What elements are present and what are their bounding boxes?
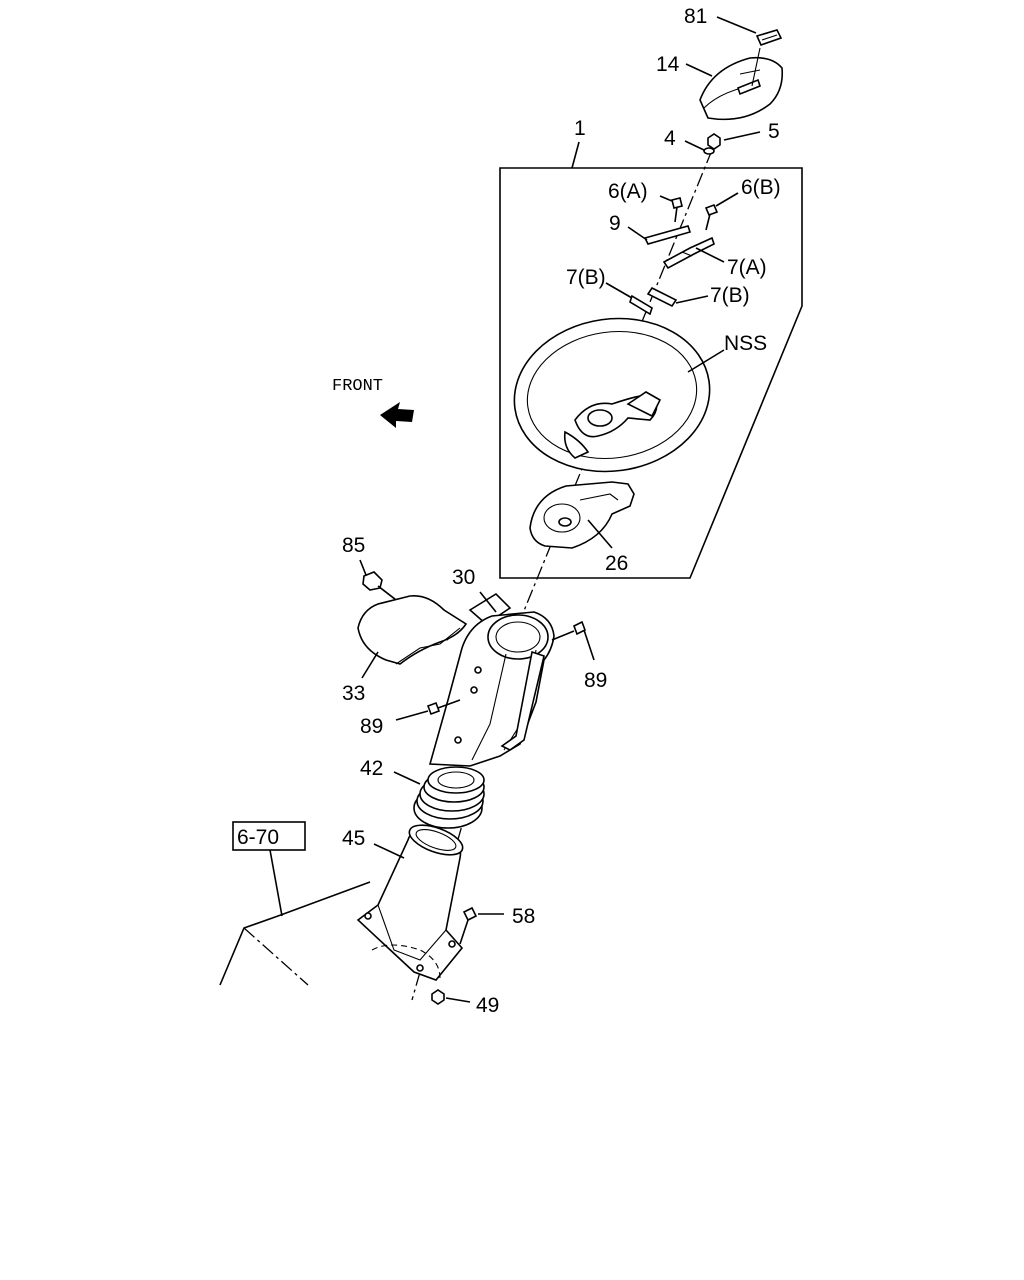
part-33-column-cover: [357, 594, 468, 679]
part-42-bellows: [393, 766, 485, 829]
label-4: 4: [664, 127, 676, 150]
part-4-washer: [684, 140, 715, 155]
part-6a-screw: [659, 195, 683, 223]
leader-p1: [571, 141, 580, 169]
part-9-plate: [627, 225, 692, 245]
label-14: 14: [656, 53, 680, 76]
part-58-bolt: [459, 906, 504, 945]
label-89-left: 89: [360, 715, 383, 738]
label-7b-right: 7(B): [710, 284, 750, 307]
steering-wheel-nss: [513, 317, 725, 473]
part-89-screw-left: [395, 699, 461, 721]
label-5: 5: [768, 120, 780, 143]
label-49: 49: [476, 994, 499, 1017]
part-49-nut: [431, 989, 471, 1005]
part-81-switch: [716, 16, 783, 46]
part-6b-screw: [704, 192, 739, 231]
label-6a: 6(A): [608, 180, 648, 203]
part-7b-right-contact: [646, 286, 709, 308]
label-6b: 6(B): [741, 176, 781, 199]
label-58: 58: [512, 905, 535, 928]
reference-box-text: 6-70: [237, 826, 279, 849]
label-85: 85: [342, 534, 365, 557]
part-89-screw-right: [551, 620, 595, 661]
label-30: 30: [452, 566, 475, 589]
label-nss: NSS: [724, 332, 767, 355]
label-81: 81: [684, 5, 707, 28]
part-14-horn-cover: [685, 47, 784, 121]
label-89-right: 89: [584, 669, 607, 692]
part-45-column-tube: [356, 824, 464, 981]
label-26: 26: [605, 552, 628, 575]
part-7b-left-contact: [605, 282, 653, 316]
part-30-column-cover: [428, 591, 555, 767]
label-7b-left: 7(B): [566, 266, 606, 289]
label-42: 42: [360, 757, 383, 780]
part-26-hub-cover: [529, 481, 635, 549]
front-label: FRONT: [332, 377, 383, 396]
label-45: 45: [342, 827, 365, 850]
label-1: 1: [574, 117, 586, 140]
front-indicator: [380, 402, 414, 428]
part-7a-contact: [662, 236, 725, 270]
label-33: 33: [342, 682, 365, 705]
label-7a: 7(A): [727, 256, 767, 279]
front-arrow-icon: [380, 402, 414, 428]
assembly-outline: [499, 167, 803, 579]
label-9: 9: [609, 212, 621, 235]
part-5-nut: [707, 131, 761, 150]
reference-6-70: [219, 821, 371, 986]
